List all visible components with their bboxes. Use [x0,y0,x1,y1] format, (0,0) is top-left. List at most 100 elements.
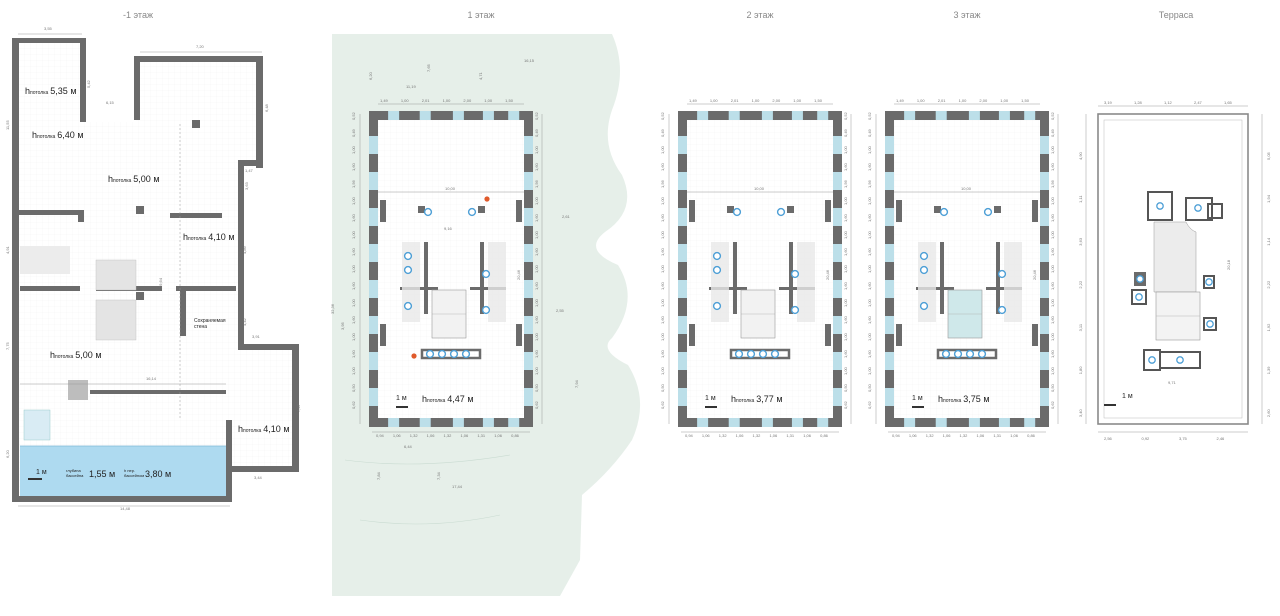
basement-dim: 3,55 [44,26,53,31]
window [1040,352,1049,370]
site-dim: 7,34 [436,471,441,480]
basement-dims: 3,557,205,426,1511,556,481,473,634,8929,… [5,26,301,511]
window [697,111,709,120]
floor1-height: 4,47 м [447,394,473,404]
window [791,111,803,120]
window [1040,244,1049,262]
floor1-top-dim: 2,01 [422,98,431,103]
fixture-icon [449,349,459,359]
basement-height-4: 4,10 м [208,232,234,242]
site-dim: 11,19 [406,84,416,89]
floor3-side-dim: 1,00 [1050,332,1055,341]
floor1-bottom-dim: 1,32 [444,433,453,438]
floor3-side-dim: 1,00 [1050,145,1055,154]
window [419,111,431,120]
floor3-top-dim: 1,00 [917,98,926,103]
basement-height-1: 5,35 м [50,86,76,96]
window [885,352,894,370]
fixture-icon [941,349,951,359]
terrace-bottom-dim: 0,92 [1142,436,1151,441]
floor1-side-dim: 0,49 [534,128,539,137]
window [482,418,494,427]
floor3-side-dim: 1,00 [867,264,872,273]
site-dim: 2,55 [556,308,565,313]
site-dim: 3,95 [340,321,345,330]
basement-dim: 3,44 [254,475,263,480]
floor1-side-dim: 1,00 [351,332,356,341]
floor2-side-dim: 1,00 [843,332,848,341]
floor3-side-dim: 0,49 [1050,128,1055,137]
window [833,388,842,406]
window [833,172,842,190]
window [968,111,980,120]
floor1-top-dim: 1,00 [443,98,452,103]
basement-height-3: 5,00 м [133,174,159,184]
floor3-side-dim: 1,60 [1050,281,1055,290]
floor1-side-dim: 1,00 [534,145,539,154]
window [369,172,378,190]
fixture-icon [467,207,477,217]
floor2-side-dim: 0,50 [660,383,665,392]
fixture-icon [425,349,435,359]
fixture-icon [997,305,1007,315]
window [524,388,533,406]
floor2-side-dim: 1,00 [843,196,848,205]
floor3-side-dim: 1,60 [867,213,872,222]
floor3-bottom-dim: 1,06 [976,433,985,438]
terrace-top-dim: 1,28 [1134,100,1143,105]
floor1-bottom-dim: 1,31 [477,433,486,438]
basement-dim: 6,48 [264,103,269,112]
window [1024,418,1036,427]
floor2-bottom-dim: 1,06 [803,433,812,438]
floor1-side-dim: 0,62 [351,400,356,409]
floor2-depth-dim: 20,46 [825,269,830,280]
floor1-side-dim: 1,00 [534,332,539,341]
floor2-side-dim: 1,56 [660,179,665,188]
terrace-bottom-dim: 3,75 [1179,436,1188,441]
floor1-bottom-dim: 1,06 [427,433,436,438]
floor3-side-dim: 1,60 [1050,315,1055,324]
window [678,244,687,262]
window [452,418,464,427]
fixture-icon [403,265,413,275]
floor2-side-dim: 1,60 [843,162,848,171]
floor3-side-dim: 1,00 [867,298,872,307]
floor1-side-dim: 0,49 [351,128,356,137]
floor1-side-dim: 1,60 [534,315,539,324]
pool-depth: 1,55 м [89,469,115,479]
floor2-side-dim: 1,00 [843,264,848,273]
terrace-left-dim: 3,11 [1078,323,1083,331]
floor2-top-dim: 1,00 [793,98,802,103]
window [935,111,947,120]
window [678,316,687,334]
terrace-right-dim: 1,39 [1266,366,1271,375]
pool-ceiling-label-2: бассейном [124,473,144,478]
floor3-top-dim: 1,00 [959,98,968,103]
basement-dim: 29,64 [158,277,163,288]
basement-dim: 7,20 [196,44,205,49]
basement-dim: 14,48 [120,506,131,511]
window [1040,208,1049,226]
floor3-top-dim: 2,00 [979,98,988,103]
floor2-side-dim: 1,00 [660,298,665,307]
terrace-right-dim: 2,22 [1266,280,1271,289]
window [678,172,687,190]
floor1-side-dim: 1,60 [534,349,539,358]
floor3-scale: 1 м [912,395,923,402]
window [508,111,520,120]
floor2-side-dim: 1,60 [660,213,665,222]
fixture-icon [1176,356,1184,364]
fireplace-icon [411,353,417,359]
floor3-side-dim: 1,56 [867,179,872,188]
basement-dim: 16,14 [146,376,157,381]
floor1-top-dim: 1,49 [380,98,389,103]
floor2-side-dim: 1,60 [843,213,848,222]
basement-dim: 7,47 [296,403,301,412]
window [369,208,378,226]
floor1-side-dim: 1,60 [351,315,356,324]
window [728,418,740,427]
